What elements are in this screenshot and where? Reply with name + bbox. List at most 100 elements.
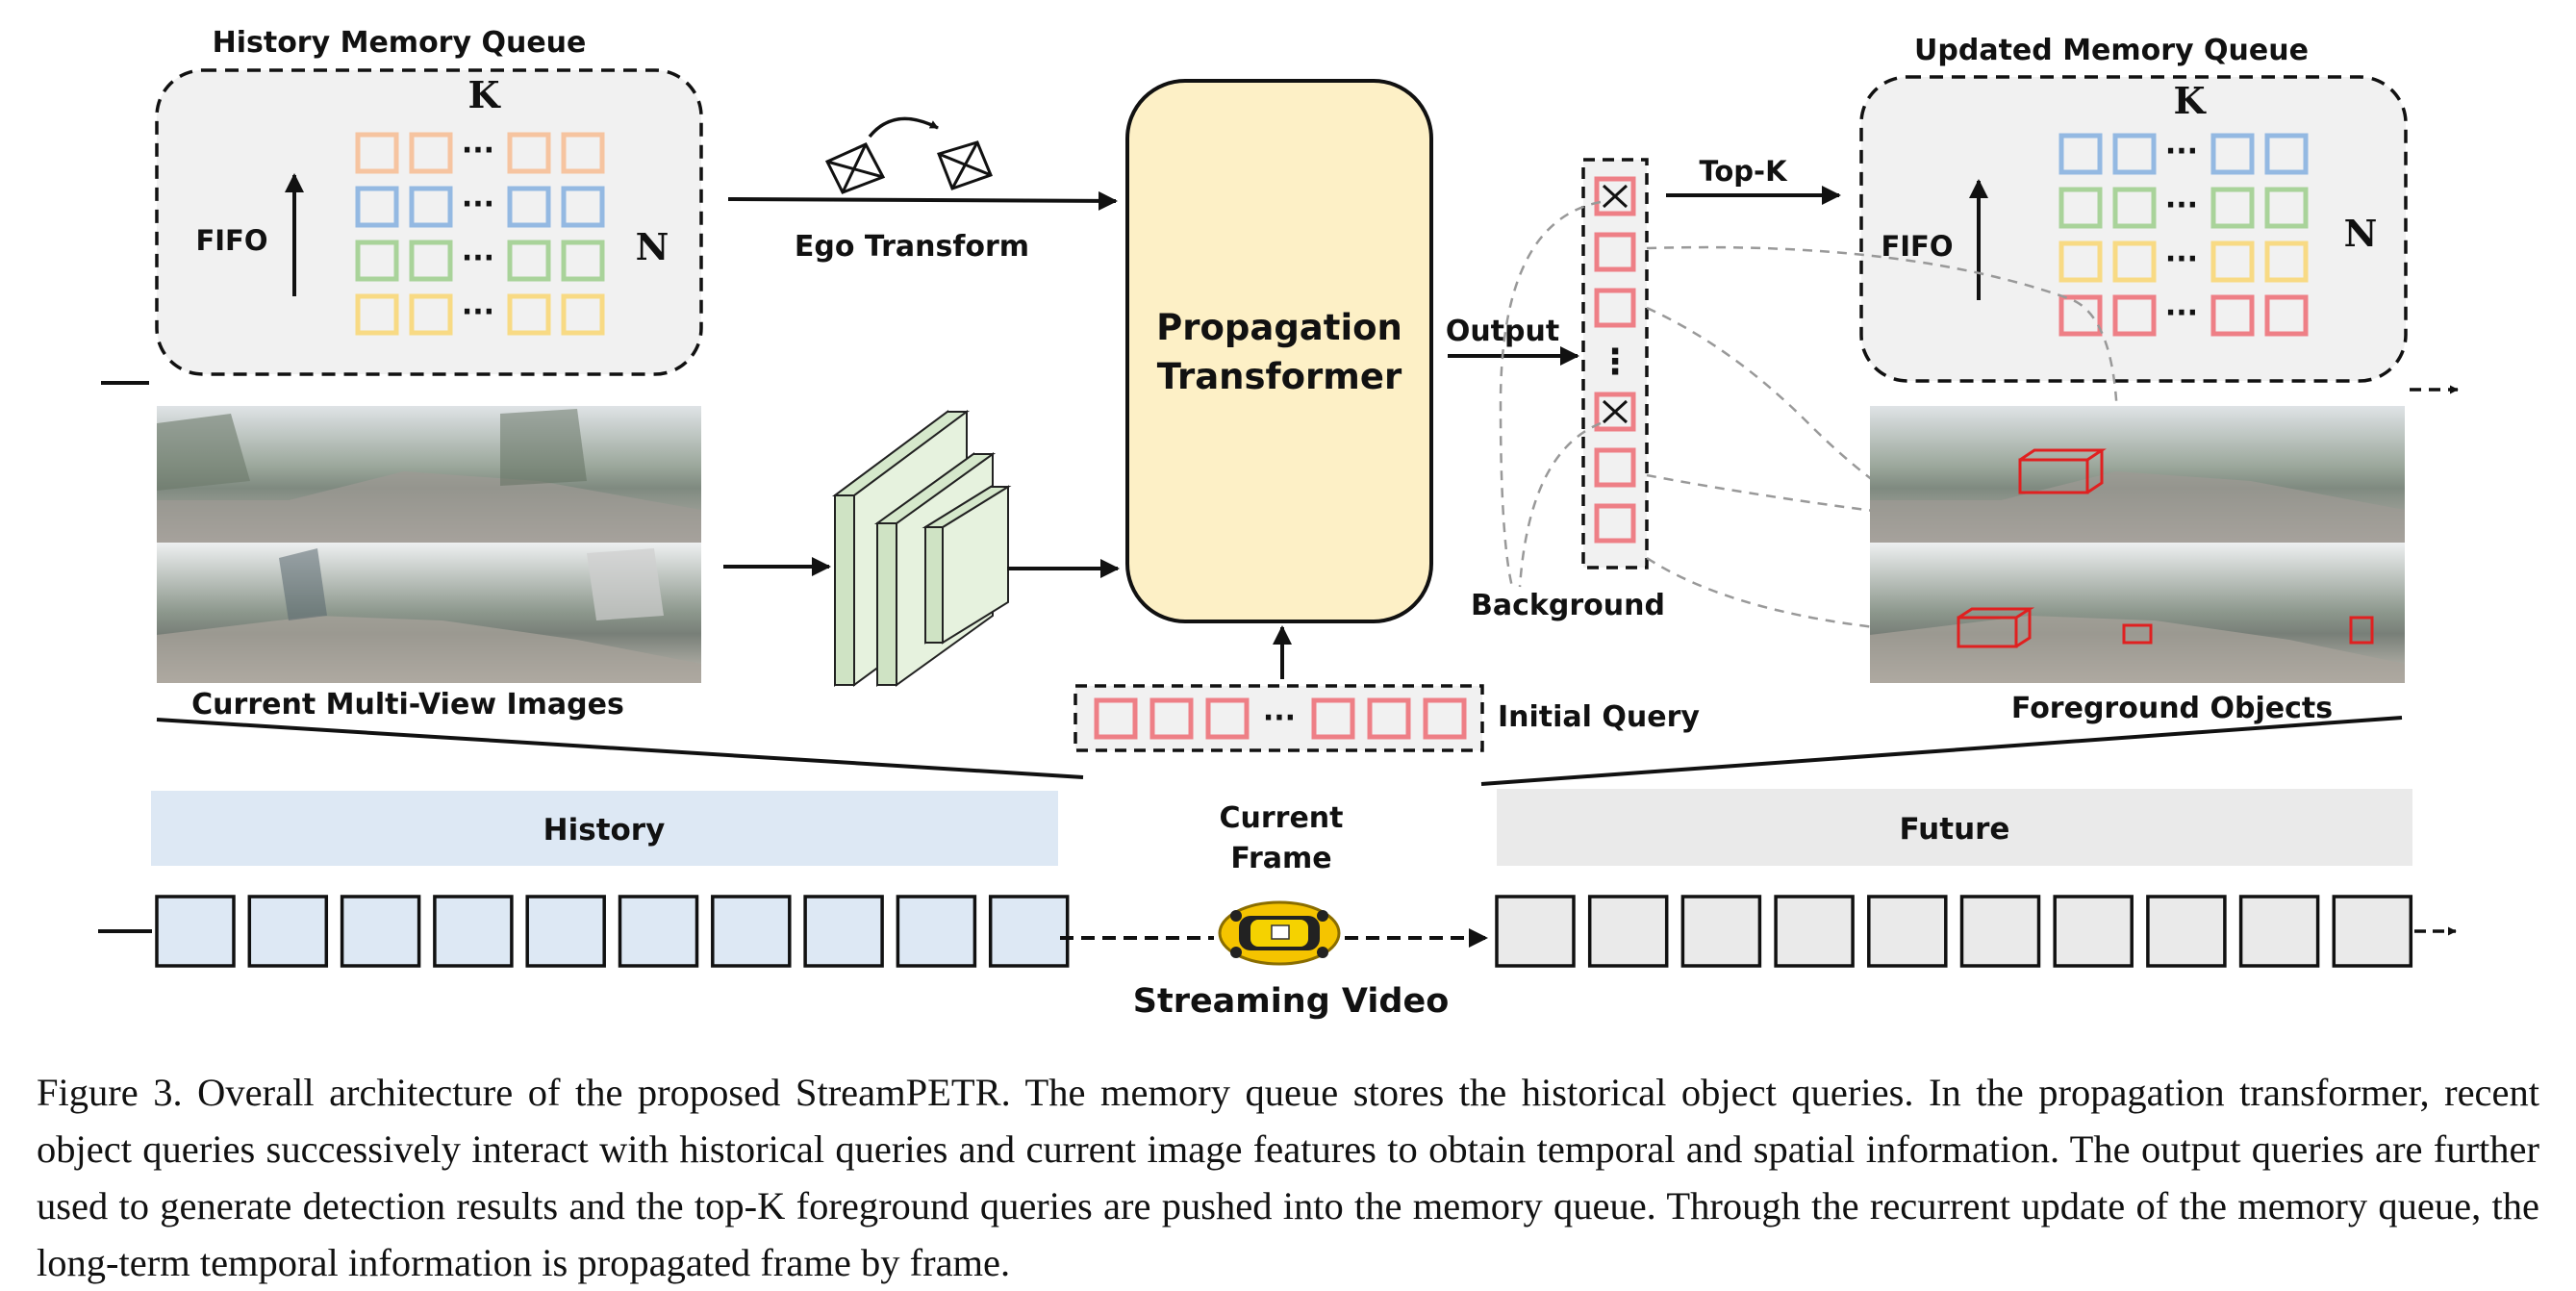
camera-icon	[824, 140, 993, 194]
history-label: History	[543, 813, 666, 848]
memory-query-cell	[2210, 294, 2255, 337]
history-frame	[618, 895, 699, 968]
history-memory-box	[155, 68, 703, 376]
initial-query-dots: ···	[1263, 701, 1296, 735]
future-label: Future	[1900, 812, 2010, 847]
memory-row-dots: ···	[462, 134, 494, 167]
future-frame	[1774, 895, 1855, 968]
propagation-transformer: Propagation Transformer	[1125, 79, 1433, 623]
ego-motion-arrow	[868, 116, 939, 139]
memory-query-cell	[2264, 240, 2309, 283]
output-vdots: ⋮	[1598, 342, 1632, 382]
history-memory-title: History Memory Queue	[213, 26, 587, 60]
memory-query-cell	[507, 240, 551, 282]
memory-query-cell	[2210, 187, 2255, 229]
detection-boxes	[1957, 448, 2374, 648]
future-frame	[2146, 895, 2227, 968]
memory-query-cell	[2112, 294, 2157, 337]
memory-query-cell	[409, 293, 453, 336]
memory-query-cell	[507, 132, 551, 174]
memory-row-dots: ···	[2165, 296, 2198, 330]
history-frame	[896, 895, 977, 968]
future-frames	[1495, 895, 2413, 968]
history-k-label: K	[467, 73, 501, 116]
future-frame	[1680, 895, 1762, 968]
background-query-cell	[1594, 392, 1636, 432]
background-dashed-links	[1499, 200, 1602, 588]
topk-label: Top-K	[1699, 155, 1788, 188]
history-frame	[433, 895, 514, 968]
history-frames	[155, 895, 1070, 968]
background-label: Background	[1471, 589, 1665, 622]
initial-query-cell	[1149, 697, 1194, 740]
output-query-cell	[1594, 232, 1636, 272]
memory-row-dots: ···	[462, 241, 494, 275]
memory-query-cell	[409, 132, 453, 174]
memory-query-cell	[507, 293, 551, 336]
memory-query-cell	[2058, 294, 2103, 337]
future-frame	[2053, 895, 2134, 968]
foreground-objects-images: Foreground Objects	[1870, 385, 2459, 725]
output-query-cell	[1594, 447, 1636, 488]
timeline: History Future Current Frame Streaming V…	[98, 789, 2457, 1021]
history-frame	[155, 895, 236, 968]
memory-query-cell	[355, 293, 399, 336]
streaming-video-label: Streaming Video	[1133, 982, 1449, 1021]
memory-query-cell	[2058, 187, 2103, 229]
history-frame	[711, 895, 792, 968]
updated-memory-queue: Updated Memory Queue K N FIFO ··········…	[1859, 34, 2408, 383]
memory-query-cell	[2264, 187, 2309, 229]
future-frame	[2238, 895, 2320, 968]
memory-query-cell	[2210, 240, 2255, 283]
memory-query-cell	[355, 186, 399, 228]
memory-query-cell	[561, 132, 605, 174]
updated-k-label: K	[2173, 79, 2207, 122]
future-band	[1497, 789, 2412, 866]
current-frame-line2: Frame	[1230, 842, 1331, 875]
memory-row-dots: ···	[2165, 242, 2198, 276]
memory-query-cell	[2264, 133, 2309, 175]
memory-query-cell	[561, 293, 605, 336]
memory-query-cell	[409, 186, 453, 228]
current-multiview-images: Current Multi-View Images	[101, 381, 701, 721]
future-frame	[1587, 895, 1669, 968]
output-label: Output	[1446, 315, 1559, 348]
memory-query-cell	[561, 240, 605, 282]
background-query-cell	[1594, 176, 1636, 216]
memory-to-transformer-arrow	[727, 190, 1118, 211]
history-band	[151, 791, 1058, 866]
memory-query-cell	[2264, 294, 2309, 337]
output-cells	[1594, 176, 1636, 544]
future-frame	[1495, 895, 1576, 968]
updated-memory-title: Updated Memory Queue	[1914, 34, 2309, 67]
memory-query-cell	[561, 186, 605, 228]
taxi-car-icon	[1218, 900, 1341, 966]
output-queries: Output ⋮ Top-K Background	[1446, 155, 2140, 638]
memory-query-cell	[507, 186, 551, 228]
image-backbone	[831, 410, 1012, 687]
figure-caption: Figure 3. Overall architecture of the pr…	[37, 1071, 2539, 1284]
memory-query-cell	[355, 132, 399, 174]
memory-query-cell	[2112, 187, 2157, 229]
initial-query-cell	[1094, 697, 1138, 740]
current-frame-line1: Current	[1219, 801, 1343, 835]
transformer-title-line2: Transformer	[1157, 356, 1402, 397]
updated-query-grid: ············	[2058, 133, 2309, 337]
foreground-label: Foreground Objects	[2011, 692, 2333, 725]
initial-query-cell	[1423, 697, 1467, 740]
memory-query-cell	[409, 240, 453, 282]
history-fifo-label: FIFO	[195, 224, 267, 257]
history-frame	[988, 895, 1070, 968]
future-frame	[1959, 895, 2041, 968]
initial-query-label: Initial Query	[1498, 700, 1700, 734]
initial-query-cell	[1367, 697, 1411, 740]
cross-icon	[1602, 184, 1629, 209]
initial-query-cell	[1205, 697, 1250, 740]
memory-query-cell	[2058, 240, 2103, 283]
memory-row-dots: ···	[2165, 135, 2198, 168]
cross-icon	[1602, 399, 1629, 424]
history-frame	[340, 895, 421, 968]
history-n-label: N	[636, 225, 669, 268]
initial-query: ··· Initial Query	[1073, 625, 1700, 752]
history-frame	[803, 895, 884, 968]
